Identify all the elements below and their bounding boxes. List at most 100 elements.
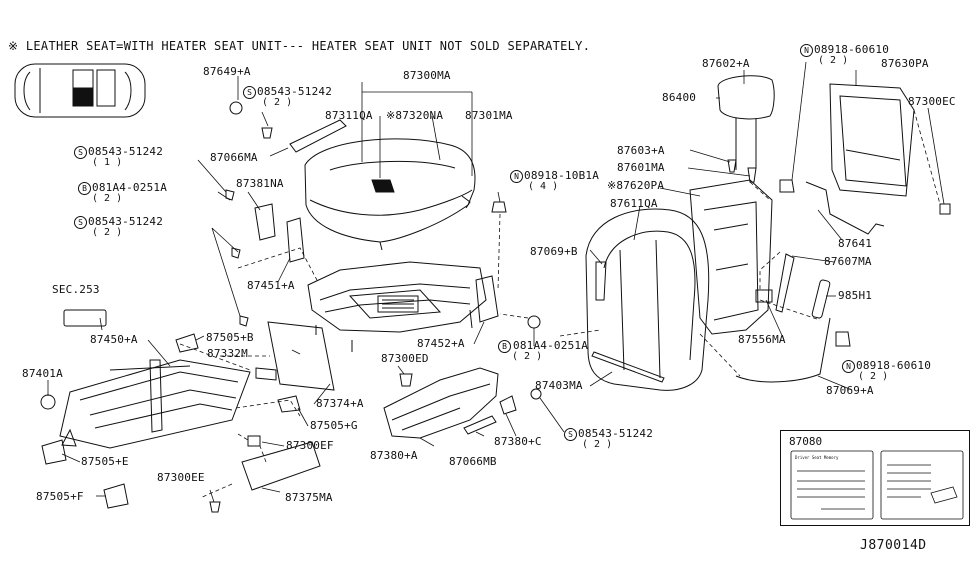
callout-87401a: 87401A <box>22 367 63 380</box>
callout-87603a: 87603+A <box>617 144 665 157</box>
bracket-87381na <box>254 203 276 241</box>
headrest-art <box>717 75 775 170</box>
handle-87066mb <box>463 415 497 435</box>
cover-87505e <box>41 439 67 465</box>
label-cards-art <box>790 450 964 520</box>
callout-87300ee: 87300EE <box>157 471 205 484</box>
panel-87374a <box>267 321 335 391</box>
callout-87380a: 87380+A <box>370 449 418 462</box>
callout-87375ma: 87375MA <box>285 491 333 504</box>
callout-87300ec: 87300EC <box>908 95 956 108</box>
clip-87300ef <box>247 435 261 447</box>
b-prefix-081a4a: B <box>78 182 91 195</box>
callout-87452a: 87452+A <box>417 337 465 350</box>
qty-08918a: ( 4 ) <box>528 181 559 192</box>
strip-87066ma <box>289 119 347 153</box>
back-board-art <box>829 83 915 197</box>
cover-87505f <box>103 483 129 509</box>
sensor-985h1 <box>811 279 831 319</box>
callout-08918a: 08918-10B1A <box>524 169 600 182</box>
qty-081a4a: ( 2 ) <box>92 193 123 204</box>
qty-081a4b: ( 2 ) <box>512 351 543 362</box>
callout-87505b: 87505+B <box>206 331 254 344</box>
callout-985h1: 985H1 <box>838 289 873 302</box>
seat-back-art <box>585 208 710 391</box>
callout-08918b: 08918-60610 <box>814 43 890 56</box>
seat-cushion-art <box>304 138 476 251</box>
harness-87069a <box>735 317 831 383</box>
qty-08543b: ( 1 ) <box>92 157 123 168</box>
panel-87332m <box>255 367 277 381</box>
cover-87505b <box>175 333 199 353</box>
clip-87649a <box>229 101 243 115</box>
panel-87375ma <box>241 441 321 491</box>
callout-081a4a: 081A4-0251A <box>92 181 168 194</box>
qty-08543a: ( 2 ) <box>262 97 293 108</box>
callout-08543b: 08543-51242 <box>88 145 164 158</box>
n-prefix-08918a: N <box>510 170 523 183</box>
callout-87607ma: 87607MA <box>824 255 872 268</box>
callout-87320na: ※87320NA <box>386 109 444 122</box>
label-box-87080: 87080 Driver Seat Memory <box>780 430 970 526</box>
callout-87602a: 87602+A <box>702 57 750 70</box>
callout-sec253: SEC.253 <box>52 283 100 296</box>
callout-87311qa: 87311QA <box>325 109 373 122</box>
seat-back-frame-art <box>689 179 773 335</box>
n-prefix-08918b: N <box>800 44 813 57</box>
callout-87066ma: 87066MA <box>210 151 258 164</box>
callout-87556ma: 87556MA <box>738 333 786 346</box>
label-box-part-number: 87080 <box>789 435 823 448</box>
callout-87505e: 87505+E <box>81 455 129 468</box>
nut-08918c <box>835 331 851 347</box>
callout-08543a: 08543-51242 <box>257 85 333 98</box>
qty-08543c: ( 2 ) <box>92 227 123 238</box>
seat-frame-art <box>307 261 487 352</box>
diagram-code: J870014D <box>860 538 927 553</box>
callout-87066mb: 87066MB <box>449 455 497 468</box>
grommet-87401a <box>40 394 56 410</box>
nut-08918a <box>491 201 507 213</box>
s-prefix-08543d: S <box>564 428 577 441</box>
callout-87620pa: ※87620PA <box>607 179 665 192</box>
bracket-87452a <box>475 275 499 323</box>
callout-87332m: 87332M <box>207 347 248 360</box>
clip-87300ed <box>399 373 413 387</box>
callout-87450a: 87450+A <box>90 333 138 346</box>
rod-87607ma <box>775 253 795 313</box>
clip-87300ee <box>209 501 221 513</box>
callout-081a4b: 081A4-0251A <box>513 339 589 352</box>
qty-08918b: ( 2 ) <box>818 55 849 66</box>
s-prefix-08543b: S <box>74 146 87 159</box>
s-prefix-08543c: S <box>74 216 87 229</box>
screw-08543d <box>530 388 542 400</box>
guide-87601ma <box>747 167 757 183</box>
guide-87603a <box>727 159 737 173</box>
callout-08543c: 08543-51242 <box>88 215 164 228</box>
bracket-87451a <box>286 217 305 263</box>
leader-lines <box>47 61 945 503</box>
callout-87374a: 87374+A <box>316 397 364 410</box>
callout-87601ma: 87601MA <box>617 161 665 174</box>
callout-87381na: 87381NA <box>236 177 284 190</box>
leather-seat-note: ※ LEATHER SEAT=WITH HEATER SEAT UNIT--- … <box>8 39 591 53</box>
callout-08918c: 08918-60610 <box>856 359 932 372</box>
n-prefix-08918c: N <box>842 360 855 373</box>
callout-87069b: 87069+B <box>530 245 578 258</box>
module-sec253 <box>63 309 107 327</box>
callout-87300ma: 87300MA <box>403 69 451 82</box>
strip-87403ma <box>591 351 665 383</box>
qty-08918c: ( 2 ) <box>858 371 889 382</box>
bolt-081a4b <box>527 315 541 329</box>
b-prefix-081a4b: B <box>498 340 511 353</box>
callout-86400: 86400 <box>662 91 697 104</box>
callout-87301ma: 87301MA <box>465 109 513 122</box>
callout-87069a: 87069+A <box>826 384 874 397</box>
callout-87451a: 87451+A <box>247 279 295 292</box>
qty-08543d: ( 2 ) <box>582 439 613 450</box>
clip-87300ec <box>939 203 951 215</box>
seat-slide-rail-art <box>59 359 251 449</box>
callout-87630pa: 87630PA <box>881 57 929 70</box>
vehicle-position-icon <box>14 63 146 118</box>
